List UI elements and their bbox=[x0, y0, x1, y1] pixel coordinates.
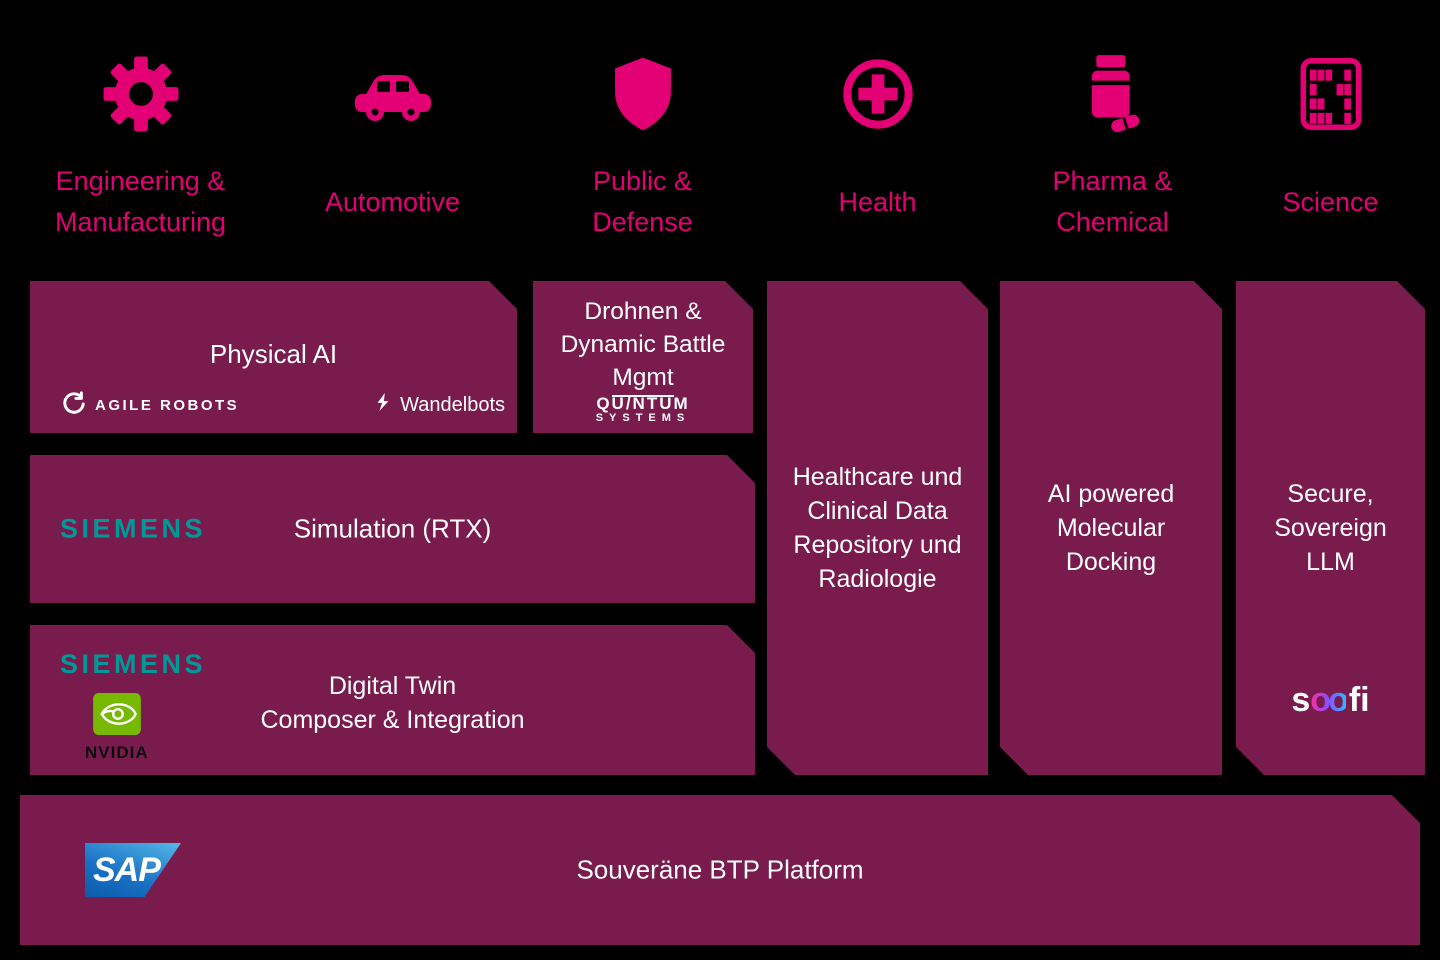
industry-label-line: Pharma & bbox=[1052, 166, 1173, 196]
industry-label-line: Automotive bbox=[324, 186, 461, 217]
industry-health: Health bbox=[755, 46, 1000, 244]
digital-twin-title: Digital Twin Composer & Integration bbox=[30, 669, 755, 737]
industry-label: Public & Defense bbox=[592, 160, 693, 244]
block-molecular-docking: AI powered Molecular Docking bbox=[1000, 281, 1222, 775]
agile-robots-icon bbox=[62, 391, 86, 419]
block-physical-ai: Physical AI AGILE ROBOTS Wandelbots bbox=[30, 281, 517, 433]
drones-title: Drohnen & Dynamic Battle Mgmt bbox=[533, 281, 753, 397]
sovereign-llm-title-line: Sovereign bbox=[1274, 514, 1387, 542]
drones-title-line: Drohnen & bbox=[584, 298, 702, 325]
block-digital-twin: SIEMENS NVIDIA Digital Twin Composer & I… bbox=[30, 625, 755, 775]
scoofi-logo: soofi bbox=[1236, 681, 1425, 720]
molecular-docking-title-line: AI powered bbox=[1047, 480, 1175, 508]
quantum-systems-logo: QU/NTUM SYSTEMS bbox=[533, 396, 753, 426]
wandelbots-logo: Wandelbots bbox=[374, 392, 505, 418]
sovereign-llm-title-line: Secure, bbox=[1287, 480, 1374, 508]
molecular-docking-title: AI powered Molecular Docking bbox=[1000, 281, 1222, 775]
nvidia-eye-icon bbox=[93, 693, 141, 740]
block-sovereign-llm: Secure, Sovereign LLM soofi bbox=[1236, 281, 1425, 775]
industry-engineering-manufacturing: Engineering & Manufacturing bbox=[18, 46, 263, 244]
industry-label-line: Manufacturing bbox=[54, 207, 227, 237]
wandelbots-wordmark: Wandelbots bbox=[400, 393, 505, 416]
sovereign-llm-title: Secure, Sovereign LLM bbox=[1236, 281, 1425, 775]
industry-automotive: Automotive bbox=[270, 46, 515, 244]
gear-icon bbox=[101, 46, 181, 142]
abacus-icon bbox=[1300, 46, 1362, 142]
btp-platform-title: Souveräne BTP Platform bbox=[576, 854, 864, 885]
scoofi-wordmark-oo: oo bbox=[1310, 681, 1346, 719]
quantum-systems-wordmark-top: QU/NTUM bbox=[596, 394, 690, 413]
industry-label: Automotive bbox=[325, 160, 460, 244]
healthcare-title: Healthcare und Clinical Data Repository … bbox=[767, 281, 988, 775]
industry-label-line: Engineering & bbox=[55, 166, 226, 196]
health-cross-icon bbox=[841, 46, 915, 142]
car-icon bbox=[351, 46, 435, 142]
healthcare-title-line: Clinical Data bbox=[807, 497, 948, 525]
healthcare-title-line: Repository und bbox=[793, 531, 962, 559]
block-simulation-rtx: SIEMENS Simulation (RTX) bbox=[30, 455, 755, 603]
quantum-systems-wordmark-bottom: SYSTEMS bbox=[595, 412, 691, 424]
industry-label-line: Public & bbox=[592, 166, 693, 196]
block-btp-platform: SAP Souveräne BTP Platform bbox=[20, 795, 1420, 945]
scoofi-wordmark-fi: fi bbox=[1348, 681, 1370, 719]
nvidia-wordmark: NVIDIA bbox=[85, 743, 149, 762]
industry-label-line: Science bbox=[1282, 186, 1379, 217]
scoofi-wordmark-s: s bbox=[1291, 681, 1311, 719]
nvidia-logo: NVIDIA bbox=[85, 693, 149, 763]
siemens-logo: SIEMENS bbox=[60, 649, 207, 679]
block-drones-battle-mgmt: Drohnen & Dynamic Battle Mgmt QU/NTUM SY… bbox=[533, 281, 753, 433]
pill-bottle-icon bbox=[1081, 46, 1145, 142]
industry-label: Health bbox=[838, 160, 916, 244]
industry-label: Engineering & Manufacturing bbox=[55, 160, 226, 244]
digital-twin-title-line: Digital Twin bbox=[328, 672, 457, 700]
drones-title-line: Mgmt bbox=[533, 361, 753, 397]
agile-robots-wordmark: AGILE ROBOTS bbox=[95, 396, 240, 414]
wandelbots-icon bbox=[374, 392, 392, 418]
molecular-docking-title-line: Molecular bbox=[1056, 514, 1166, 542]
molecular-docking-title-line: Docking bbox=[1065, 548, 1157, 576]
block-healthcare-data: Healthcare und Clinical Data Repository … bbox=[767, 281, 988, 775]
agile-robots-logo: AGILE ROBOTS bbox=[62, 391, 239, 419]
industry-label: Science bbox=[1282, 160, 1378, 244]
sovereign-llm-title-line: LLM bbox=[1306, 548, 1355, 576]
physical-ai-title: Physical AI bbox=[209, 339, 338, 369]
sap-wordmark: SAP bbox=[93, 851, 160, 889]
siemens-logo: SIEMENS bbox=[60, 513, 207, 544]
industry-public-defense: Public & Defense bbox=[520, 46, 765, 244]
simulation-title: Simulation (RTX) bbox=[293, 513, 492, 544]
industry-label-line: Health bbox=[838, 186, 917, 217]
industry-label: Pharma & Chemical bbox=[1052, 160, 1172, 244]
physical-ai-logos: AGILE ROBOTS Wandelbots bbox=[62, 391, 505, 419]
drones-title-line: Dynamic Battle bbox=[560, 331, 726, 358]
healthcare-title-line: Healthcare und bbox=[792, 463, 963, 491]
industry-label-line: Defense bbox=[592, 207, 693, 237]
digital-twin-title-line: Composer & Integration bbox=[260, 706, 525, 734]
shield-icon bbox=[609, 46, 677, 142]
industry-science: Science bbox=[1208, 46, 1440, 244]
industry-pharma-chemical: Pharma & Chemical bbox=[990, 46, 1235, 244]
industry-label-line: Chemical bbox=[1056, 207, 1169, 237]
healthcare-title-line: Radiologie bbox=[818, 565, 937, 593]
